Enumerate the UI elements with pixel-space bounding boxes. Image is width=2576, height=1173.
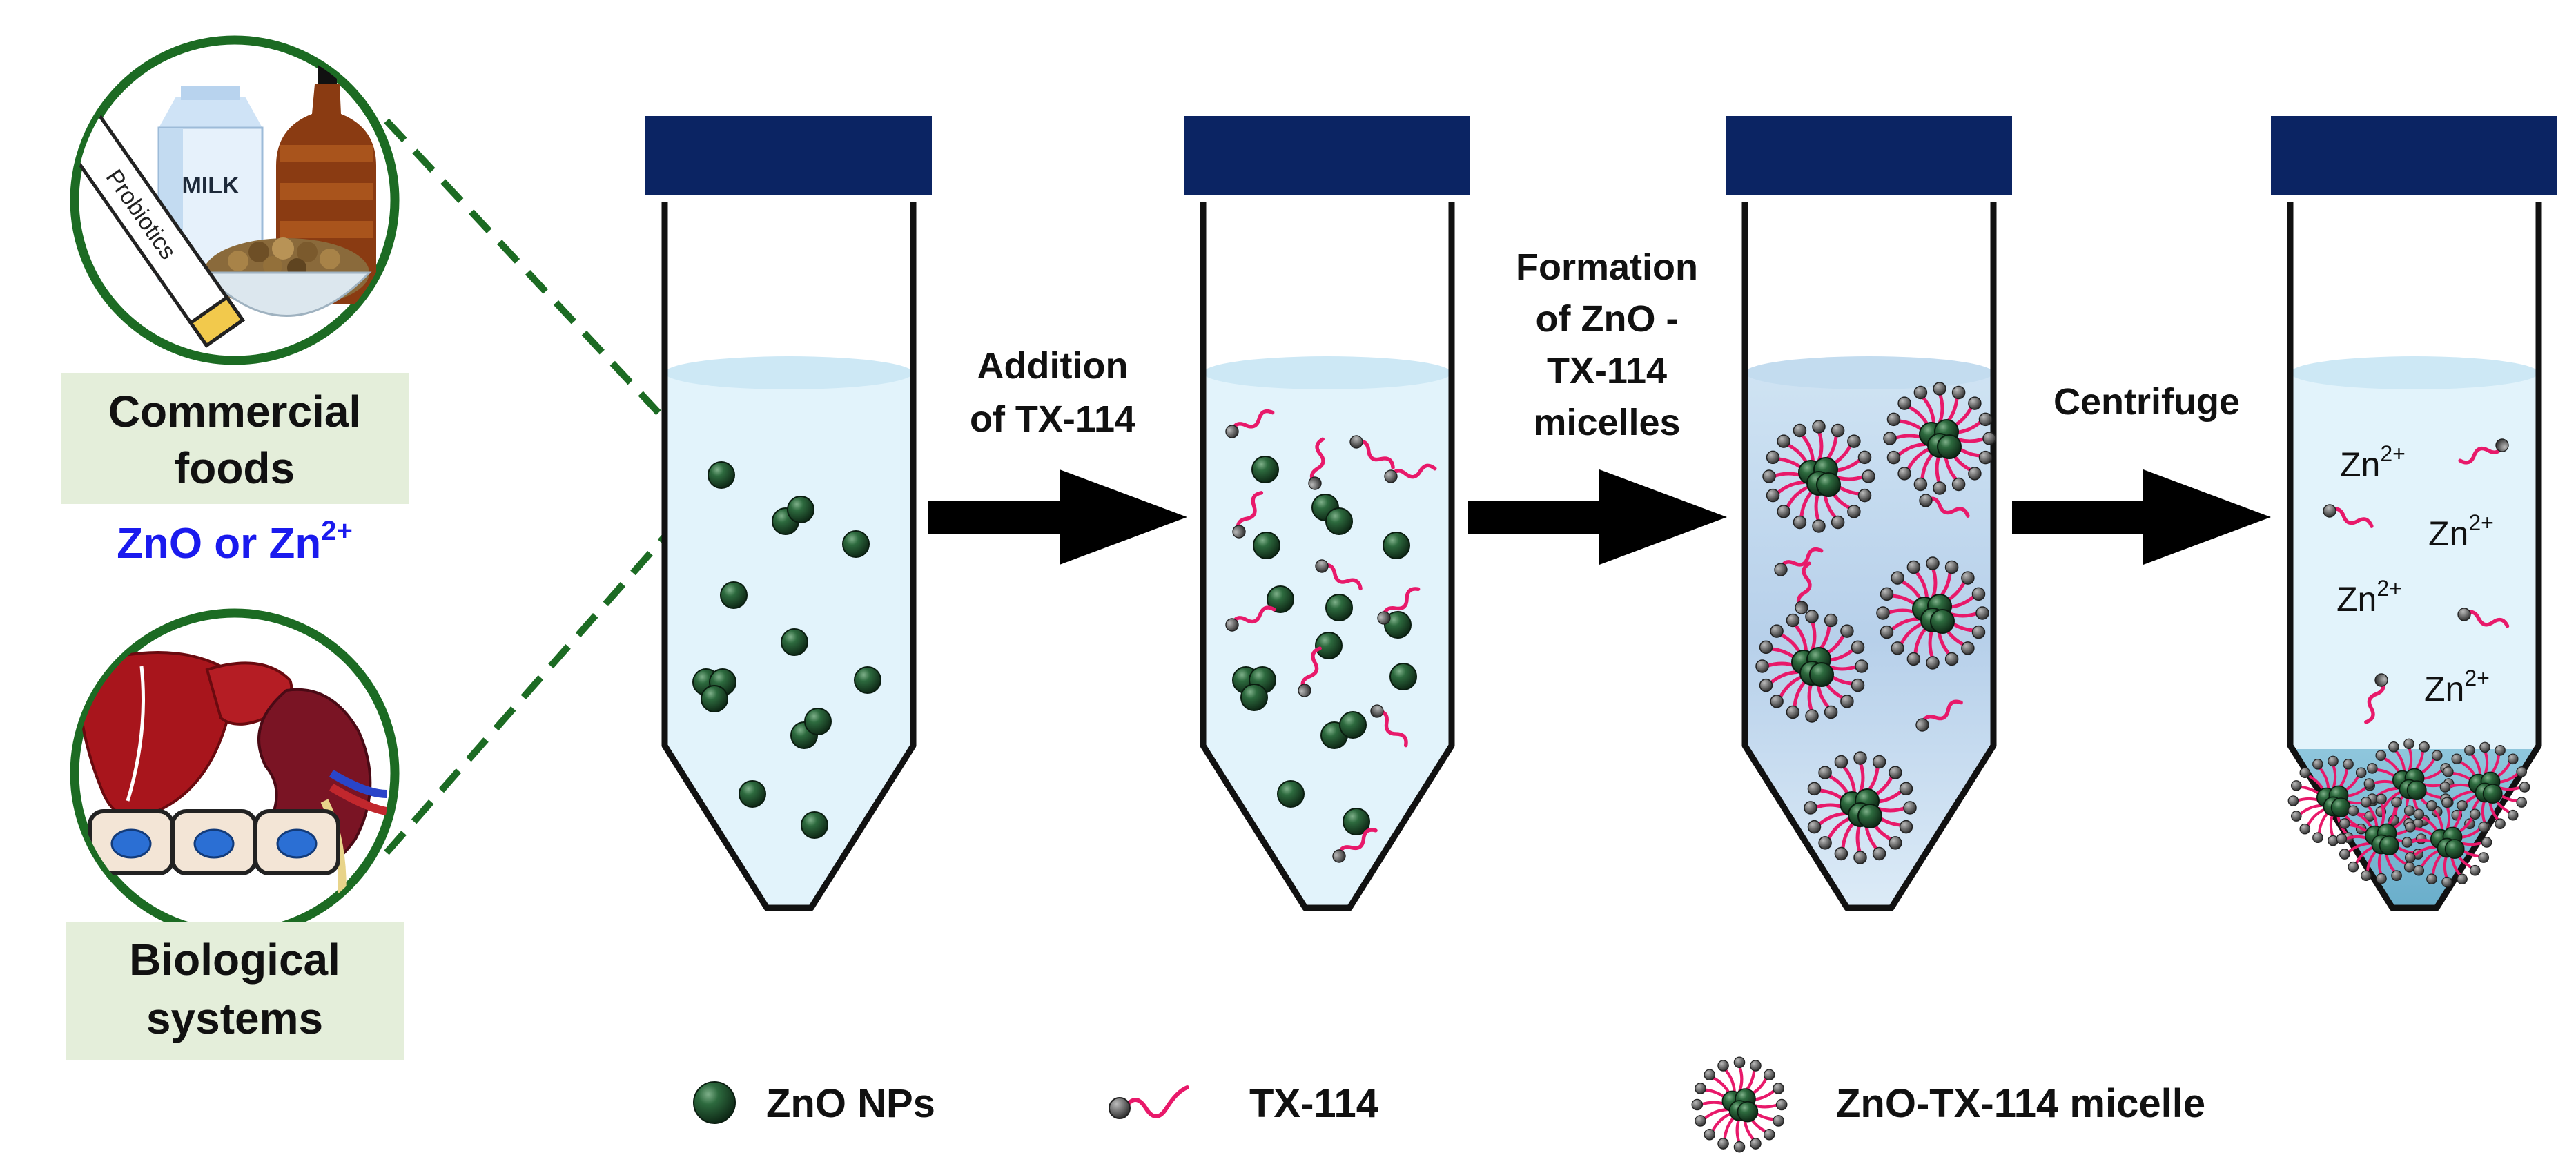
foods-text: foods: [175, 443, 295, 493]
biological-text: Biological: [129, 935, 340, 985]
micelle: [1762, 420, 1875, 533]
tube-contents: [2287, 437, 2530, 888]
tube-liquid: [1745, 373, 1993, 908]
micelle: [2336, 793, 2427, 884]
zinc-ions: Zn2+ Zn2+ Zn2+ Zn2+: [2336, 441, 2494, 708]
zn-ion-4: Zn2+: [2424, 666, 2490, 708]
micelle: [1883, 382, 1996, 495]
tube-cap: [1726, 116, 2012, 195]
zn-ion-3: Zn2+: [2336, 576, 2402, 619]
step2-line3: TX-114: [1547, 350, 1667, 391]
micelle-icon: [1691, 1056, 1788, 1153]
milk-label: MILK: [182, 173, 240, 199]
tube-1: [645, 116, 932, 911]
legend-micelle: ZnO-TX-114 micelle: [1691, 1056, 2205, 1153]
step2-line2: of ZnO -: [1536, 298, 1679, 340]
arrow-step-2: Formation of ZnO - TX-114 micelles: [1468, 246, 1727, 565]
step2-line1: Formation: [1516, 246, 1698, 288]
biological-systems-circle: [70, 608, 400, 938]
legend-micelle-label: ZnO-TX-114 micelle: [1836, 1081, 2205, 1126]
micelle: [2287, 755, 2379, 846]
tube-2: [1184, 116, 1470, 911]
tube-body: [661, 202, 917, 911]
tube-cap: [2271, 116, 2557, 195]
legend-zno-np-label: ZnO NPs: [766, 1081, 935, 1126]
commercial-foods-circle: MILK: [70, 35, 400, 365]
cereal-bowl-icon: [201, 237, 372, 317]
step1-line1: Addition: [977, 345, 1129, 387]
zno-np-icon: [693, 1081, 736, 1124]
arrow-step-3: Centrifuge: [2012, 381, 2271, 565]
cells-icon: [88, 809, 340, 875]
tube-body: [1200, 202, 1455, 911]
tx114-icon: [1109, 1085, 1189, 1119]
species-sup: 2+: [321, 516, 353, 546]
step3-label: Centrifuge: [2053, 381, 2240, 423]
zn-ion-2: Zn2+: [2428, 510, 2494, 553]
zn-ion-1: Zn2+: [2340, 441, 2406, 484]
micelle: [2439, 741, 2530, 833]
tube-contents: [1755, 382, 1996, 864]
micelle: [2401, 797, 2492, 888]
tube-4: Zn2+ Zn2+ Zn2+ Zn2+: [2271, 116, 2557, 911]
systems-text: systems: [146, 993, 323, 1043]
sources-panel: MILK: [61, 35, 721, 1060]
tube-cap: [1184, 116, 1470, 195]
tube-body: [1741, 202, 1997, 911]
tube-cap: [645, 116, 932, 195]
tube-body: [2287, 202, 2542, 911]
micelle: [1876, 556, 1989, 670]
micelle: [1804, 751, 1917, 864]
commercial-text: Commercial: [108, 387, 361, 436]
micelle: [1755, 610, 1868, 723]
biological-systems-label: Biological systems: [66, 922, 404, 1060]
step1-line2: of TX-114: [970, 398, 1135, 440]
legend: ZnO NPs TX-114 ZnO-TX-114 micelle: [693, 1056, 2205, 1153]
legend-zno-np: ZnO NPs: [693, 1081, 935, 1126]
arrow-step-1: Addition of TX-114: [928, 345, 1187, 565]
legend-tx114: TX-114: [1109, 1081, 1378, 1126]
tube-3: [1726, 116, 2012, 911]
species-main: ZnO or Zn: [117, 520, 321, 568]
species-label: ZnO or Zn2+: [117, 516, 353, 568]
commercial-foods-label: Commercial foods: [61, 373, 409, 504]
legend-tx114-label: TX-114: [1249, 1081, 1378, 1126]
step2-line4: micelles: [1533, 402, 1680, 443]
